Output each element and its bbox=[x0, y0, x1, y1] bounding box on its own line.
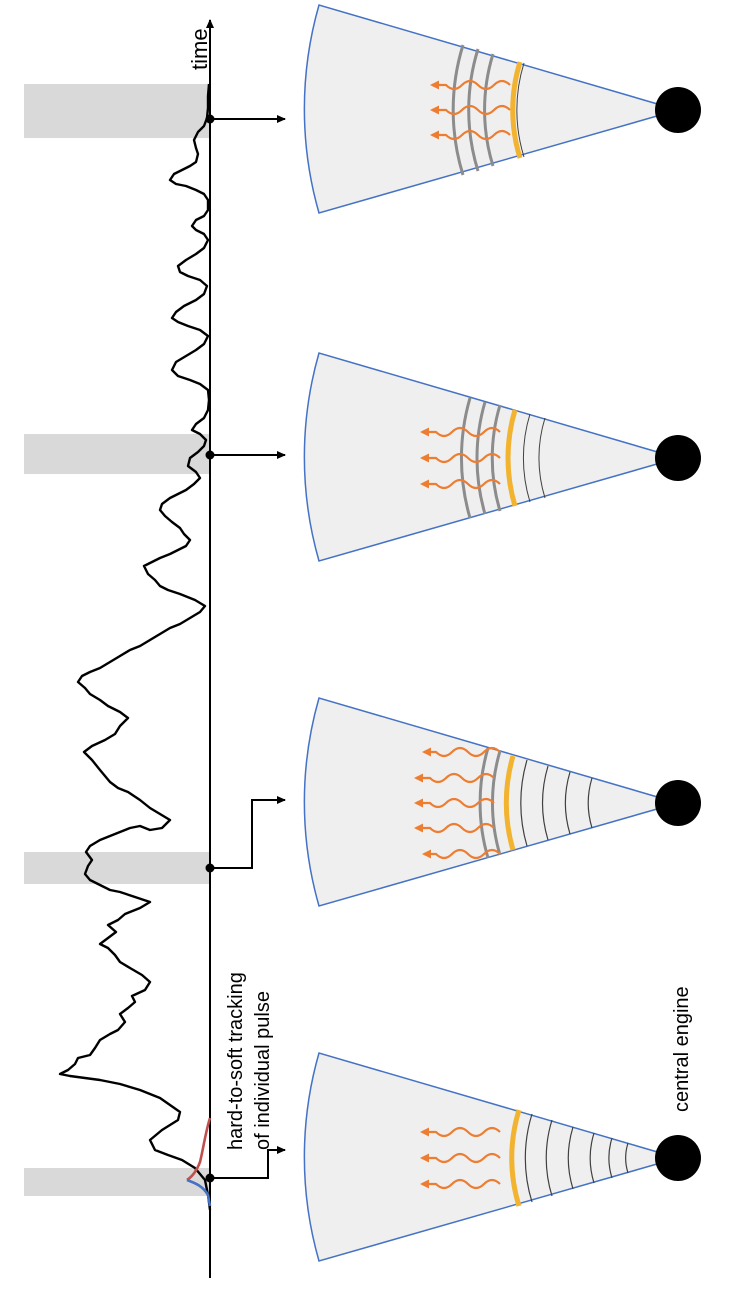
highlight-band-4 bbox=[24, 1168, 210, 1196]
photon-arrow bbox=[414, 797, 495, 809]
photon-arrow bbox=[420, 1178, 501, 1190]
photon-arrow bbox=[420, 452, 501, 464]
central-engine-icon bbox=[655, 87, 701, 133]
photon-arrow bbox=[414, 822, 495, 834]
photon-arrow bbox=[422, 746, 501, 758]
emitting-shell bbox=[510, 61, 523, 159]
central-engine-icon bbox=[655, 1135, 701, 1181]
photon-arrow bbox=[420, 426, 501, 438]
thin-shell bbox=[589, 1132, 595, 1184]
photon-arrow bbox=[422, 848, 501, 860]
light-curve bbox=[58, 83, 212, 1211]
grey-shell bbox=[467, 48, 480, 172]
hard-spectrum-curve bbox=[186, 1117, 212, 1182]
pointer-arrow-3 bbox=[210, 796, 286, 869]
pointer-arrow-4 bbox=[210, 1146, 286, 1179]
thin-shell bbox=[522, 413, 531, 503]
grey-shell bbox=[478, 747, 490, 859]
thin-shell bbox=[587, 777, 593, 829]
thin-shell bbox=[545, 1119, 553, 1197]
thin-shell bbox=[538, 417, 546, 499]
emitting-shell-edge bbox=[516, 62, 525, 158]
emitting-shell bbox=[505, 409, 518, 507]
jet-panel-4 bbox=[303, 1052, 701, 1262]
thin-shell bbox=[564, 771, 571, 835]
thin-shell bbox=[520, 759, 528, 847]
emitting-shell bbox=[503, 755, 516, 851]
photon-arrow bbox=[430, 104, 511, 116]
grey-shell bbox=[483, 53, 495, 167]
jet-panel-3 bbox=[303, 697, 701, 907]
photon-arrow bbox=[420, 1126, 501, 1138]
central-engine-icon bbox=[655, 780, 701, 826]
highlight-band-1 bbox=[24, 84, 210, 138]
thin-shell bbox=[542, 765, 549, 841]
jet-panel-1 bbox=[303, 4, 701, 214]
emitting-shell bbox=[509, 1109, 522, 1207]
thin-shell bbox=[524, 1113, 533, 1203]
jet-cone bbox=[303, 4, 681, 214]
grey-shell bbox=[451, 44, 465, 176]
thin-shell bbox=[625, 1142, 629, 1174]
thin-shell bbox=[608, 1137, 613, 1179]
thin-shell bbox=[567, 1126, 574, 1190]
photon-arrow bbox=[420, 478, 501, 490]
pulse-tracking-label-line1: hard-to-soft tracking bbox=[225, 972, 247, 1150]
highlight-band-3 bbox=[24, 852, 210, 884]
grey-shell bbox=[475, 401, 487, 515]
jet-panel-2 bbox=[303, 352, 701, 562]
soft-spectrum-curve bbox=[186, 1178, 212, 1207]
pulse-tracking-label-line2: of individual pulse bbox=[252, 991, 274, 1150]
grey-shell bbox=[459, 397, 472, 519]
photon-arrow bbox=[430, 79, 511, 91]
time-axis-label: time bbox=[187, 28, 212, 70]
photon-arrow bbox=[414, 772, 495, 784]
highlight-band-2 bbox=[24, 434, 210, 474]
grey-shell bbox=[490, 404, 502, 512]
photon-arrow bbox=[420, 1152, 501, 1164]
jet-cone bbox=[303, 1052, 681, 1262]
photon-arrow bbox=[430, 129, 511, 141]
central-engine-label: central engine bbox=[671, 986, 693, 1112]
central-engine-icon bbox=[655, 435, 701, 481]
